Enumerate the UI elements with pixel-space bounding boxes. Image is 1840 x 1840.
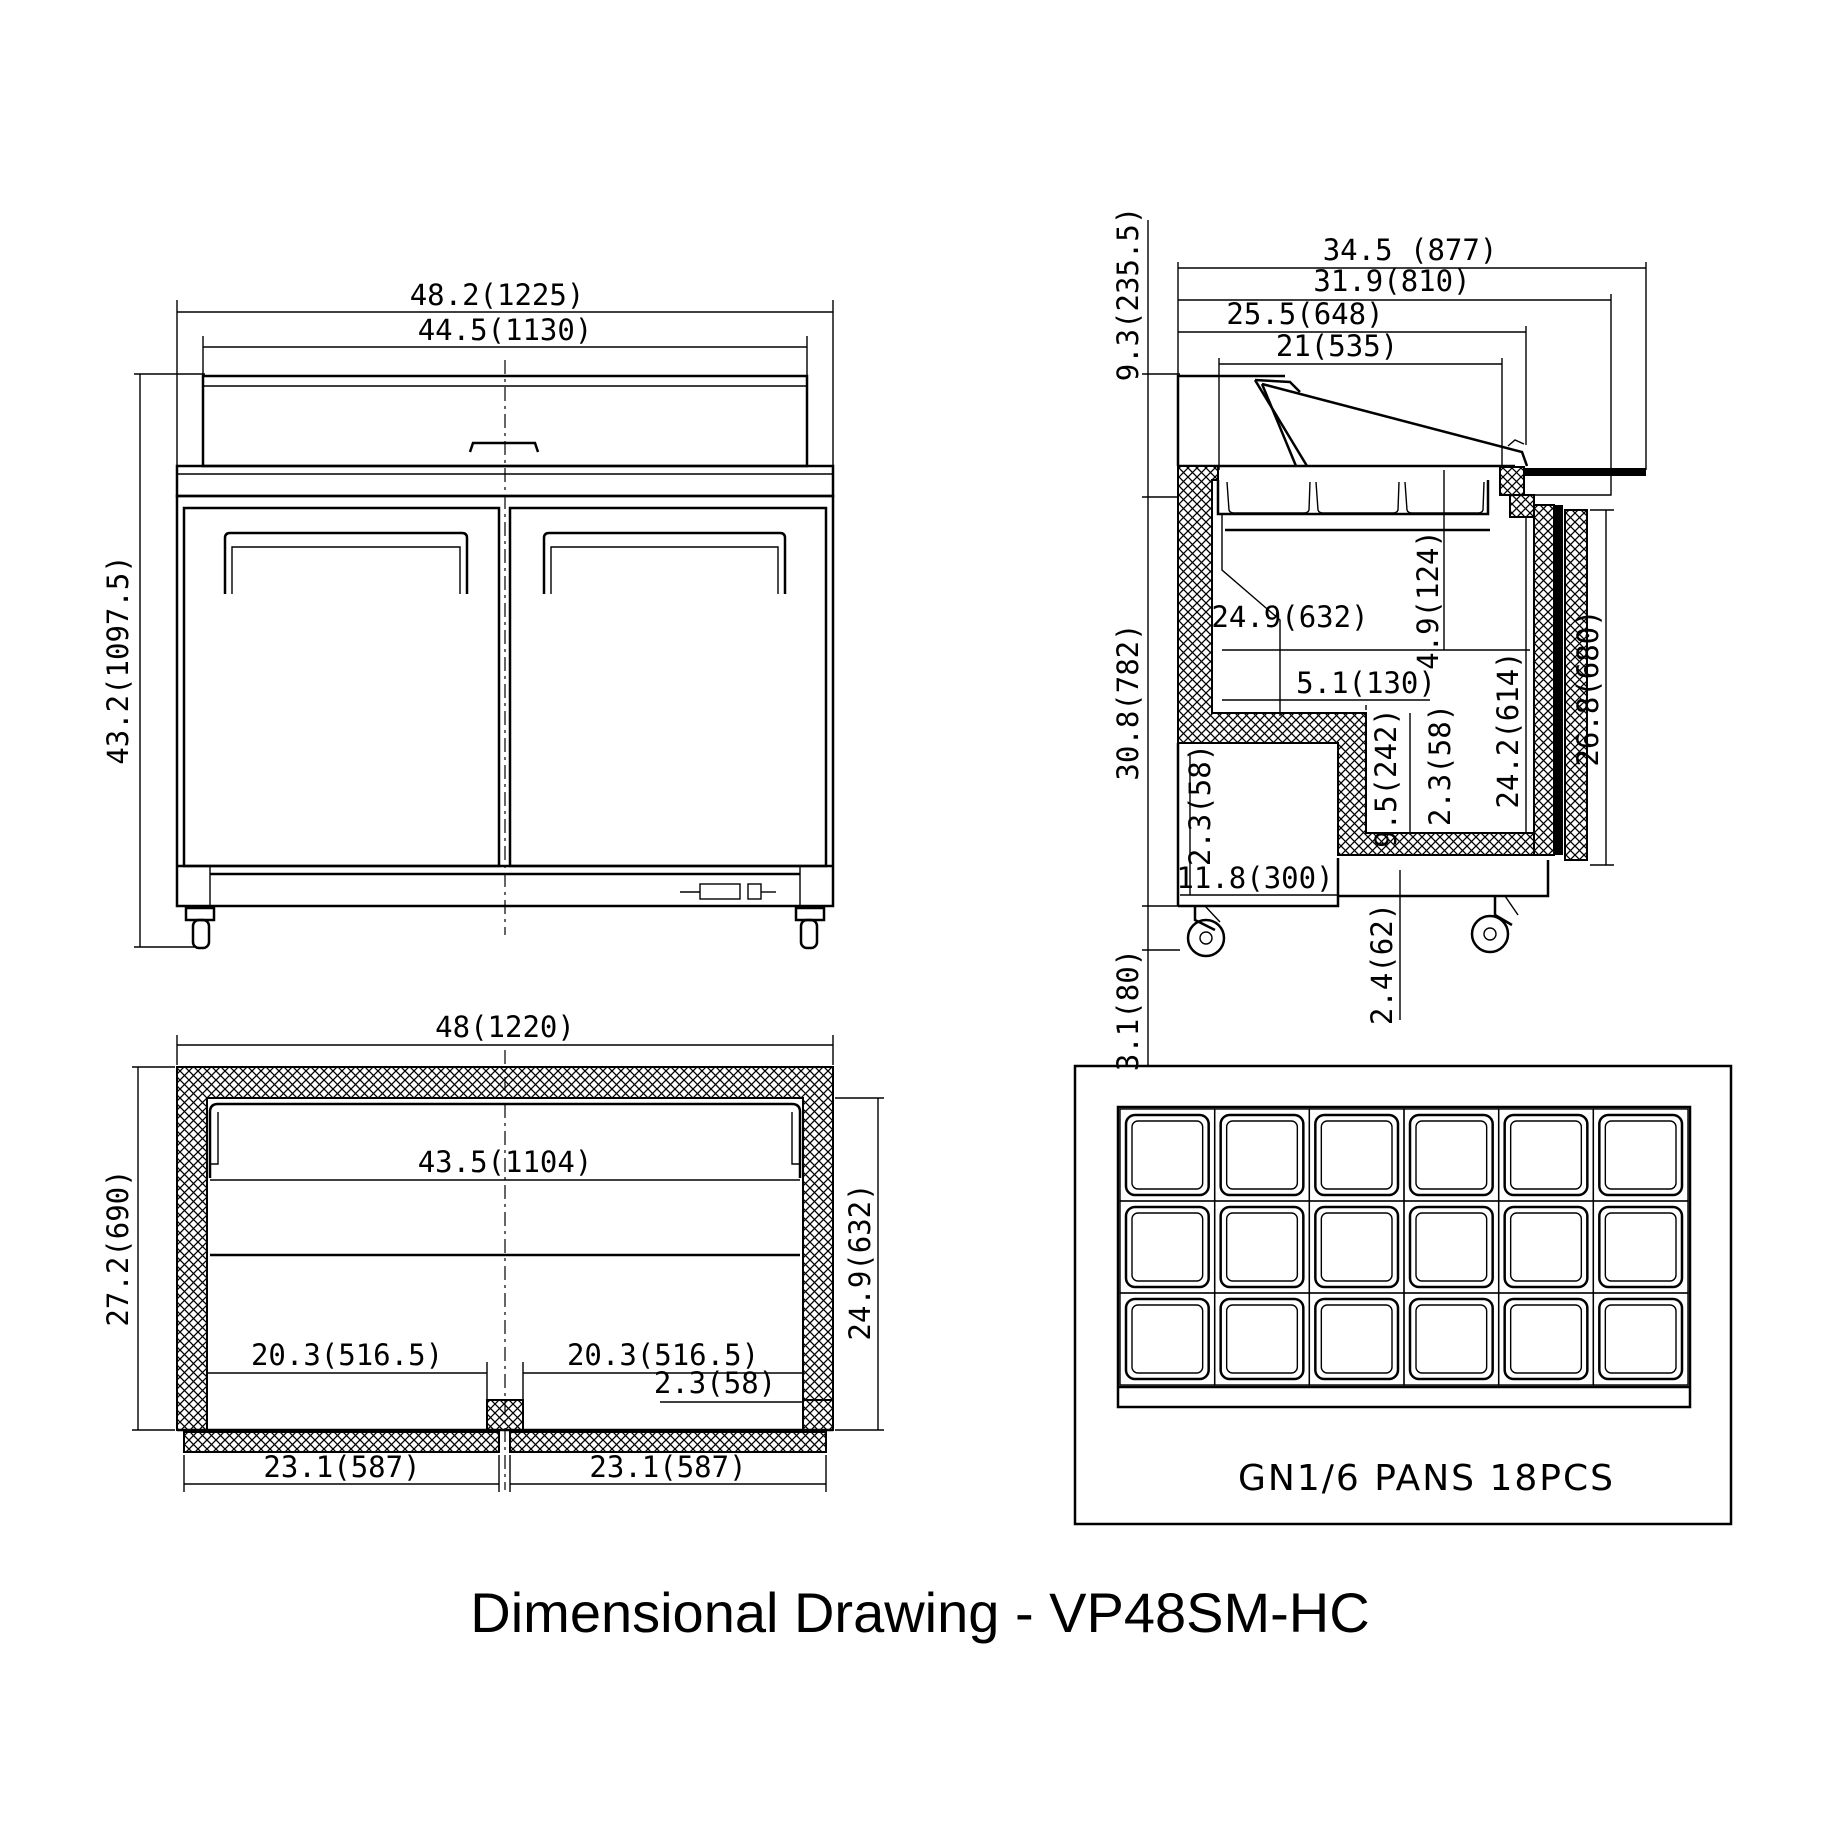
step-wall-label: 2.3(58) <box>1183 744 1217 866</box>
mullion-label: 2.3(58) <box>654 1366 776 1400</box>
drawing-title: Dimensional Drawing - VP48SM-HC <box>470 1581 1370 1644</box>
front-overall-height-label: 43.2(1097.5) <box>101 555 135 765</box>
pan-inner <box>1131 1304 1204 1374</box>
pans-label: GN1/6 PANS 18PCS <box>1238 1458 1615 1499</box>
caster-height-label: 3.1(80) <box>1111 949 1145 1071</box>
bottom-wall-label: 2.3(58) <box>1423 704 1457 826</box>
right-opening-label: 20.3(516.5) <box>567 1338 759 1372</box>
left-door-label: 23.1(587) <box>263 1450 420 1484</box>
front-view: 48.2(1225) 44.5(1130) 43.2(1097.5) <box>101 278 835 950</box>
outer-width-label: 48(1220) <box>435 1010 575 1044</box>
pan-depth-label: 4.9(124) <box>1411 530 1445 670</box>
pan-inner <box>1604 1212 1677 1282</box>
side-overall-depth-label: 34.5 (877) <box>1323 233 1498 267</box>
side-depth-3-label: 25.5(648) <box>1226 297 1383 331</box>
lid-height-label: 9.3(235.5) <box>1111 207 1145 382</box>
pan <box>1408 1113 1494 1197</box>
compressor-depth-label: 11.8(300) <box>1176 861 1333 895</box>
pan <box>1503 1297 1589 1381</box>
pan-inner <box>1604 1304 1677 1374</box>
pan-inner <box>1320 1304 1393 1374</box>
pan-inner <box>1509 1212 1583 1282</box>
pan <box>1219 1205 1305 1289</box>
right-door-label: 23.1(587) <box>589 1450 746 1484</box>
door-height-label: 26.8(680) <box>1571 609 1605 766</box>
left-opening-label: 20.3(516.5) <box>251 1338 443 1372</box>
pan <box>1598 1113 1684 1197</box>
inner-height-label: 24.2(614) <box>1491 651 1525 808</box>
inner-depth-label: 24.9(632) <box>843 1183 877 1340</box>
pan <box>1598 1297 1684 1381</box>
pan-inner <box>1131 1120 1204 1190</box>
pan <box>1124 1113 1210 1197</box>
pan <box>1408 1297 1494 1381</box>
pan <box>1314 1113 1400 1197</box>
pan <box>1314 1205 1400 1289</box>
pan <box>1219 1297 1305 1381</box>
pan-slot <box>1592 1292 1689 1386</box>
pan-inner <box>1320 1212 1393 1282</box>
pan <box>1408 1205 1494 1289</box>
pan <box>1598 1205 1684 1289</box>
side-view: 34.5 (877) 31.9(810) 25.5(648) 21(535) 9… <box>1111 207 1647 1071</box>
pan-inner <box>1509 1304 1583 1374</box>
top-section-view: 48(1220) 43.5(1104) 20.3(516.5) 20.3(516… <box>101 1010 884 1492</box>
pan-inner <box>1415 1304 1488 1374</box>
side-depth-2-label: 31.9(810) <box>1313 264 1470 298</box>
pan-inner <box>1415 1120 1488 1190</box>
pans-view: GN1/6 PANS 18PCS <box>1073 1064 1733 1526</box>
side-inner-depth-label: 24.9(632) <box>1211 600 1368 634</box>
front-overall-width-label: 48.2(1225) <box>410 278 585 312</box>
pan-inner <box>1604 1120 1677 1190</box>
pan <box>1124 1297 1210 1381</box>
front-top-width-label: 44.5(1130) <box>418 313 593 347</box>
cabinet-height-label: 30.8(782) <box>1111 623 1145 780</box>
step-depth-label: 5.1(130) <box>1296 666 1436 700</box>
pan-inner <box>1225 1304 1299 1374</box>
pan <box>1124 1205 1210 1289</box>
pan-inner <box>1225 1120 1299 1190</box>
pan <box>1219 1113 1305 1197</box>
step-height-label: 9.5(242) <box>1369 708 1403 848</box>
base-offset-label: 2.4(62) <box>1365 903 1399 1025</box>
side-depth-4-label: 21(535) <box>1276 329 1398 363</box>
pan-inner <box>1509 1120 1583 1190</box>
pan-inner <box>1225 1212 1299 1282</box>
pan-inner <box>1415 1212 1488 1282</box>
pan <box>1503 1205 1589 1289</box>
outer-depth-label: 27.2(690) <box>101 1169 135 1326</box>
pan-inner <box>1131 1212 1204 1282</box>
pan <box>1314 1297 1400 1381</box>
pan <box>1503 1113 1589 1197</box>
pan-grid <box>1119 1108 1689 1386</box>
pan-inner <box>1320 1120 1393 1190</box>
